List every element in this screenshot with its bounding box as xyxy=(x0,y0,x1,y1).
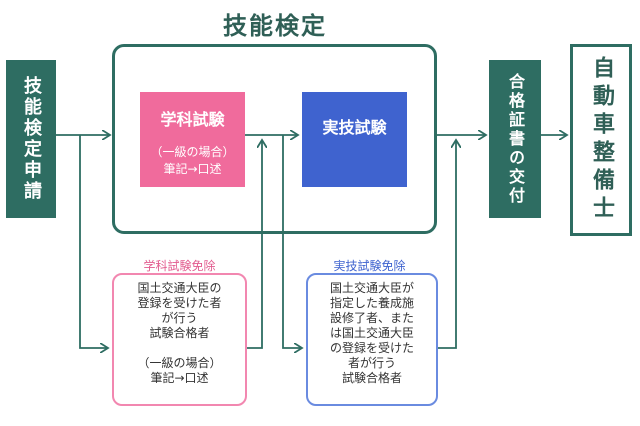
arrow-to-practical-exempt xyxy=(282,135,302,348)
written-exempt-label: 学科試験免除 xyxy=(143,259,216,273)
arrow-apply-to-written-exempt xyxy=(79,135,108,348)
mechanic-box: 自動車整備士 xyxy=(570,44,632,236)
diagram-title: 技能検定 xyxy=(223,12,327,40)
exam-frame xyxy=(112,44,437,234)
apply-box: 技能検定申請 xyxy=(6,60,56,218)
certificate-box: 合格証書の交付 xyxy=(489,60,541,218)
arrow-practical-exempt-up xyxy=(438,140,456,349)
written-exempt-box: 国土交通大臣の 登録を受けた者 が行う 試験合格者 （一級の場合） 筆記→口述 xyxy=(112,273,247,406)
written-exam-sub1: （一級の場合） xyxy=(150,145,235,159)
practical-exam-box: 実技試験 xyxy=(302,92,407,187)
written-exam-label: 学科試験 xyxy=(160,110,225,129)
written-exam-box: 学科試験 （一級の場合） 筆記→口述 xyxy=(140,92,245,187)
practical-exempt-box: 国土交通大臣が 指定した養成施 設修了者、また は国土交通大臣 の登録を受けた … xyxy=(306,273,438,406)
practical-exam-label: 実技試験 xyxy=(322,117,387,137)
practical-exempt-label: 実技試験免除 xyxy=(333,259,406,273)
written-exam-sub2: 筆記→口述 xyxy=(163,162,222,176)
arrow-written-exempt-up xyxy=(247,140,262,349)
